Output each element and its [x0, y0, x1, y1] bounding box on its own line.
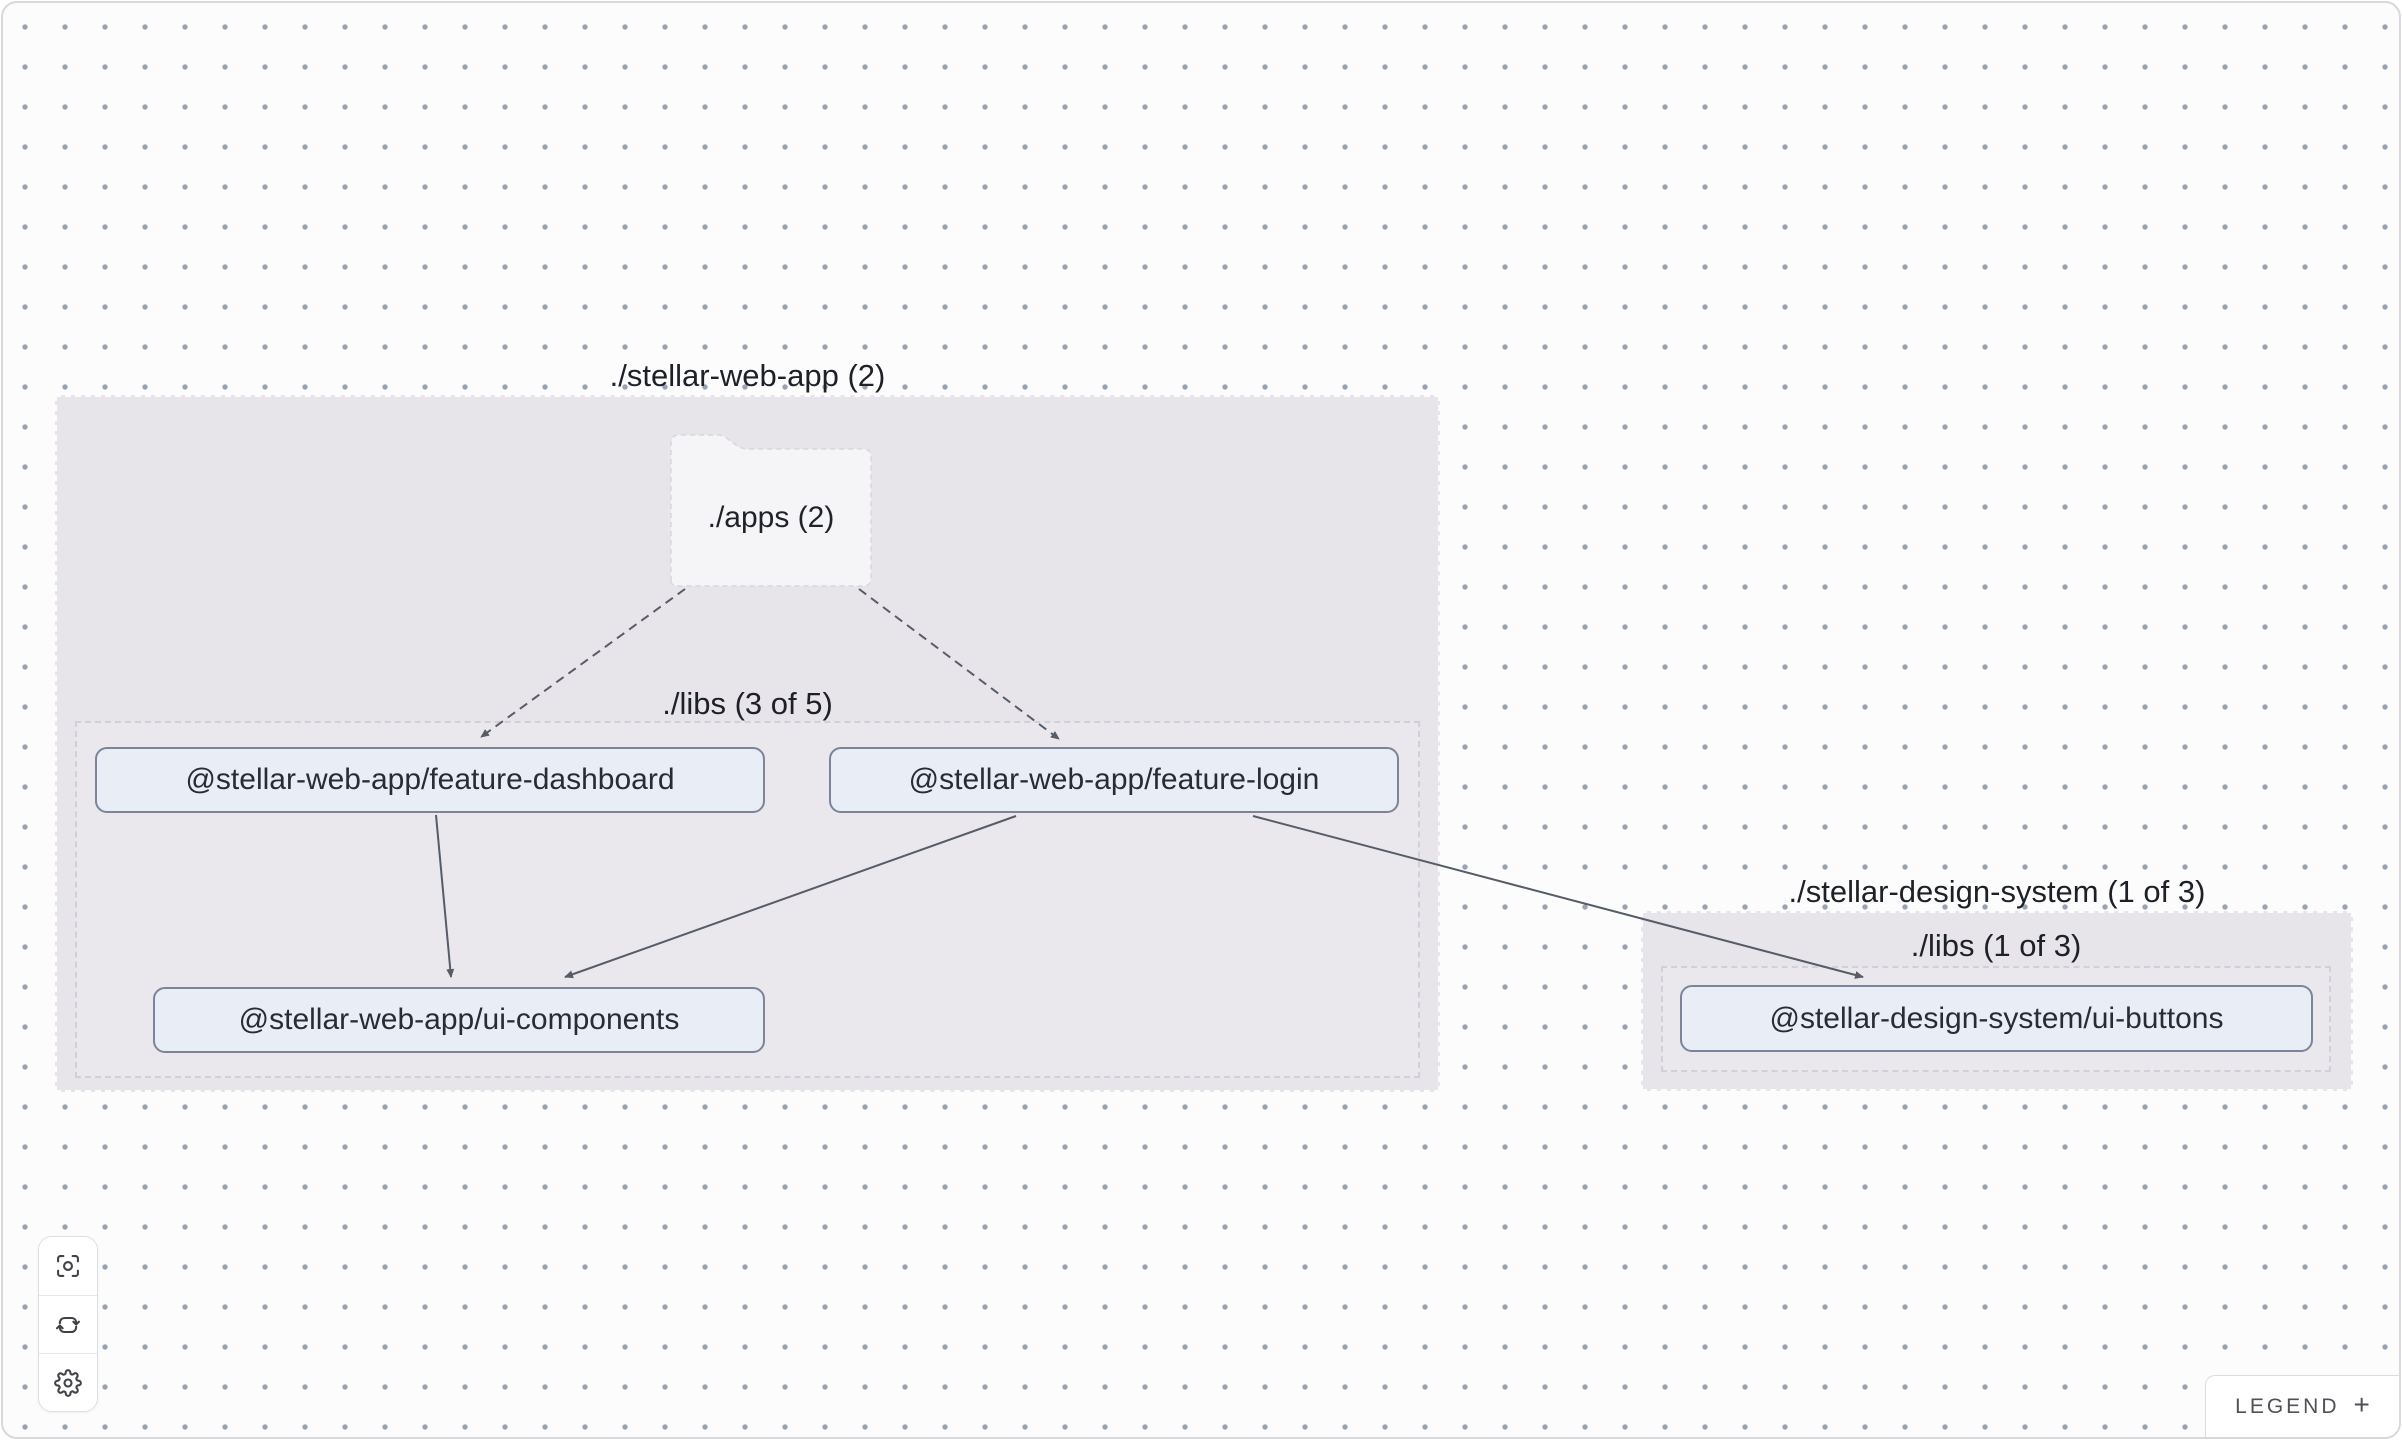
focus-view-button[interactable] — [39, 1237, 97, 1295]
legend-label: LEGEND — [2235, 1394, 2340, 1418]
node-ui-components[interactable]: @stellar-web-app/ui-components — [153, 987, 765, 1053]
refresh-button[interactable] — [39, 1295, 97, 1353]
refresh-icon — [55, 1316, 81, 1333]
settings-button[interactable] — [39, 1353, 97, 1411]
folder-node-apps[interactable] — [669, 433, 875, 589]
group-title-stellar-web-app: ./stellar-web-app (2) — [609, 358, 886, 393]
folder-node-apps-label: ./apps (2) — [707, 501, 835, 534]
node-feature-dashboard[interactable]: @stellar-web-app/feature-dashboard — [95, 747, 765, 813]
plus-icon: + — [2353, 1389, 2370, 1420]
group-title-webapp-libs: ./libs (3 of 5) — [662, 686, 833, 721]
canvas-toolbar — [38, 1236, 98, 1412]
focus-icon — [57, 1255, 79, 1277]
node-ui-buttons[interactable]: @stellar-design-system/ui-buttons — [1680, 985, 2313, 1052]
node-feature-login[interactable]: @stellar-web-app/feature-login — [829, 747, 1399, 813]
group-title-design-libs: ./libs (1 of 3) — [1910, 928, 2082, 963]
group-title-stellar-design-system: ./stellar-design-system (1 of 3) — [1788, 874, 2206, 909]
legend-toggle-button[interactable]: LEGEND + — [2205, 1375, 2399, 1437]
gear-icon — [54, 1368, 82, 1397]
folder-icon — [670, 434, 872, 587]
